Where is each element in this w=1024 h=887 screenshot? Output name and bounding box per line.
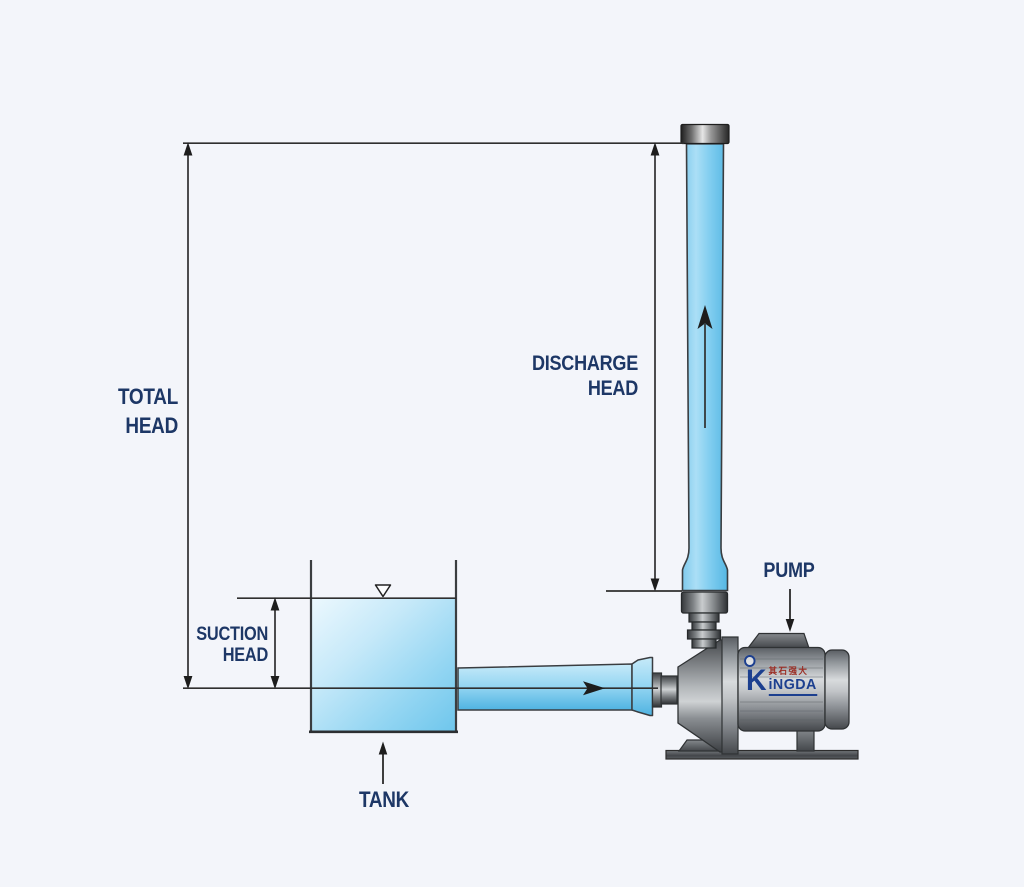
total-head-line2: HEAD [125, 413, 178, 438]
total-head-line1: TOTAL [117, 384, 178, 409]
arrow-down-icon [650, 578, 660, 592]
suction-head-line1: SUCTION [196, 624, 268, 645]
motor-fins [740, 658, 823, 721]
discharge-head-line2: HEAD [587, 377, 638, 400]
pump-label: PUMP [763, 559, 815, 582]
discharge-head-line1: DISCHARGE [531, 352, 638, 375]
logo-mark: K [746, 664, 767, 697]
suction-pipe-body [457, 663, 633, 711]
pump-junction-box [746, 632, 810, 649]
pump-rear-cap [824, 649, 850, 730]
dimension-discharge-head [606, 142, 682, 592]
inlet-fitting [660, 675, 678, 705]
pump-centerline [183, 681, 658, 696]
discharge-pipe-cap [680, 123, 730, 145]
logo-text-column: 其石强大 iNGDA [768, 666, 817, 696]
pump-volute [677, 639, 726, 753]
tank-pointer-arrow [378, 741, 388, 784]
total-head-label: TOTAL HEAD [75, 382, 178, 440]
arrow-up-icon [650, 142, 660, 156]
logo-ring-icon [744, 655, 756, 667]
dimension-suction-head [237, 597, 456, 690]
flow-up-arrow-icon [697, 305, 713, 329]
arrow-up-icon [270, 597, 280, 611]
arrow-down-icon [785, 619, 795, 632]
pump-discharge-stack [680, 591, 729, 649]
arrow-up-icon [378, 741, 388, 755]
flow-right-arrow-icon [583, 681, 605, 696]
water-level-icon [374, 584, 392, 598]
logo-cn-text: 其石强大 [768, 666, 809, 676]
arrow-down-icon [183, 676, 193, 690]
suction-pipe-bell [631, 656, 654, 717]
logo-brand-text: iNGDA [768, 677, 817, 696]
pump-rear-foot [796, 728, 815, 752]
pump-pointer-arrow [785, 589, 795, 632]
tank-label: TANK [358, 787, 410, 812]
inlet-ring [651, 672, 663, 708]
pointer-arrows [378, 589, 795, 784]
arrow-down-icon [270, 676, 280, 690]
discharge-head-label: DISCHARGE HEAD [511, 351, 638, 401]
pump-brand-logo: K 其石强大 iNGDA [744, 655, 824, 702]
dimension-total-head [183, 142, 193, 690]
pump-base [665, 749, 859, 760]
tank-water [311, 598, 456, 732]
suction-head-label: SUCTION HEAD [192, 624, 268, 666]
pump [665, 591, 859, 760]
pump-casing-flange [721, 636, 739, 755]
arrow-up-icon [183, 142, 193, 156]
suction-pipe [457, 656, 678, 717]
dimension-lines [183, 142, 713, 696]
suction-head-line2: HEAD [222, 645, 269, 666]
tank [309, 560, 458, 734]
discharge-flow-arrow [697, 305, 713, 428]
